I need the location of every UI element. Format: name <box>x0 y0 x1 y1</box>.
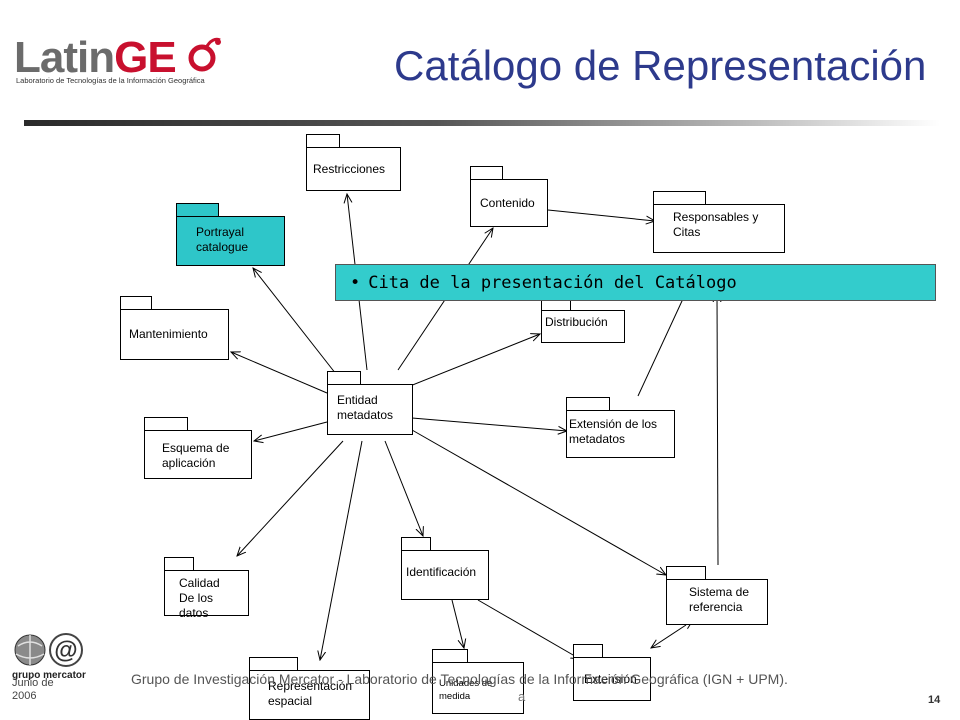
edge-entidad-extension-metadatos <box>411 417 567 431</box>
package-label: Esquema de aplicación <box>144 430 252 479</box>
edge-sistema-extension <box>651 625 686 648</box>
edge-entidad-identificacion <box>384 440 423 536</box>
package-label: Extensión de los metadatos <box>566 410 675 458</box>
package-label: Unidades de medida <box>432 662 524 714</box>
at-sign-icon <box>49 633 83 667</box>
package-label: Portrayal catalogue <box>176 216 285 266</box>
logo-wordmark: LatinGE <box>14 33 177 82</box>
package-label: Restricciones <box>306 147 401 191</box>
edge-contenido-responsables <box>547 209 655 221</box>
edge-entidad-mantenimiento <box>231 352 328 394</box>
callout-text: Cita de la presentación del Catálogo <box>368 273 737 293</box>
footer-fragment: a <box>518 689 526 704</box>
page-number: 14 <box>928 694 941 706</box>
edge-entidad-calidad <box>237 440 344 556</box>
edge-sistema-responsables <box>717 293 718 566</box>
page-title: Catálogo de Representación <box>394 42 927 89</box>
footer-credit: Grupo de Investigación Mercator - Labora… <box>131 671 788 687</box>
package-label: Contenido <box>470 179 548 227</box>
package-label: Extensión <box>573 657 651 701</box>
edge-entidad-representacion <box>320 440 363 660</box>
package-label: Entidad metadatos <box>327 384 413 435</box>
package-label: Mantenimiento <box>120 309 229 360</box>
latingeo-logo: LatinGE Laboratorio de Tecnologías de la… <box>10 33 221 90</box>
package-label: Distribución <box>541 310 625 343</box>
logo-globe-icon <box>188 37 221 72</box>
edge-entidad-sistema <box>411 429 666 575</box>
bullet-marker: • <box>350 273 361 293</box>
grupo-mercator-logo: @ grupo mercator <box>12 633 86 681</box>
svg-text:grupo mercator: grupo mercator <box>12 670 86 681</box>
logo-subtitle: Laboratorio de Tecnologías de la Informa… <box>16 76 205 85</box>
package-label: Identificación <box>401 550 489 600</box>
edge-identificacion-extension <box>477 599 580 659</box>
edge-identificacion-unidades <box>451 599 464 648</box>
edge-entidad-esquema <box>254 421 328 441</box>
package-label: Calidad De los datos <box>164 570 249 620</box>
edge-extension-responsables <box>637 287 689 397</box>
footer-date: Junio de 2006 <box>12 677 54 702</box>
package-label: Responsables y Citas <box>653 204 785 253</box>
package-label: Representación espacial <box>249 670 370 720</box>
title-divider <box>24 120 940 126</box>
callout-banner: • Cita de la presentación del Catálogo <box>335 264 936 301</box>
edge-entidad-portrayal <box>253 268 337 375</box>
package-label: Sistema de referencia <box>666 579 768 625</box>
edge-entidad-distribucion <box>404 334 540 389</box>
svg-text:@: @ <box>54 637 77 664</box>
